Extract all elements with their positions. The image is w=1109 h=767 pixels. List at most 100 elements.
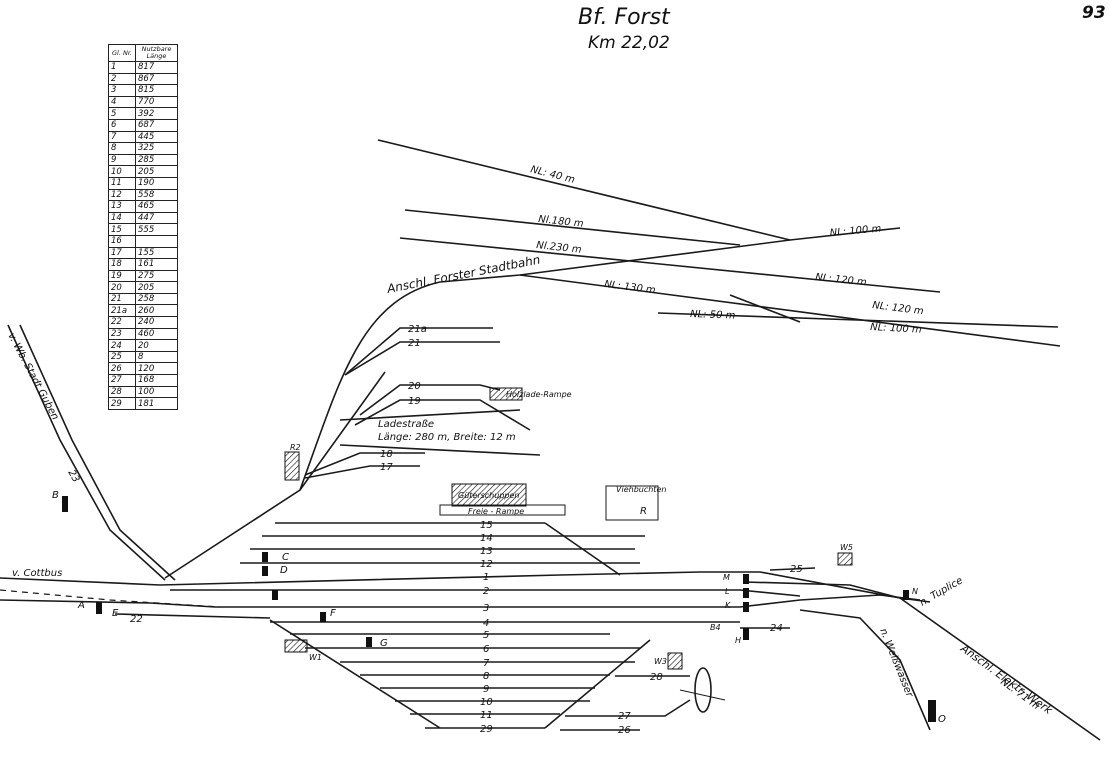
signal-label-d: D [280, 565, 288, 576]
track-number-cell: 12 [108, 188, 136, 202]
track-number-cell: 26 [108, 362, 136, 376]
nl-40-line [377, 139, 791, 241]
label-n-weisswasser: n. Weißwasser [877, 627, 915, 699]
signal-label-w5: W5 [840, 543, 853, 552]
track-length-cell: 392 [135, 107, 178, 120]
signal-label-w1: W1 [309, 653, 322, 662]
label-viehbuchten: Viehbuchten [616, 485, 666, 494]
freie-rampe [439, 504, 566, 516]
track-length-cell: 100 [135, 385, 178, 399]
track-length-cell: 867 [135, 72, 178, 86]
track-number-cell: 16 [108, 234, 136, 248]
w3-building [667, 652, 683, 670]
track-number-cell: 23 [108, 327, 136, 341]
signal-h-icon [743, 628, 749, 640]
signal-f-icon [320, 612, 326, 622]
track-number-cell: 8 [108, 142, 136, 155]
track-27-line [565, 699, 691, 717]
signal-label-c: C [282, 552, 289, 563]
track-19-line [354, 399, 531, 431]
track-15-diag [544, 522, 621, 576]
track-number-cell: 3 [108, 84, 136, 97]
nl-50-line [657, 312, 1059, 328]
track-label-4: 4 [483, 618, 489, 629]
signal-label-l: L [725, 587, 729, 596]
track-25-line [769, 567, 816, 571]
track-length-cell: 815 [135, 84, 178, 97]
track-length-cell: 181 [135, 397, 178, 410]
track-label-21: 21 [408, 338, 421, 349]
signal-k-icon [743, 602, 749, 612]
signal-label-h: H [735, 636, 741, 645]
track-number-cell: 1 [108, 61, 136, 74]
track-length-cell: 168 [135, 374, 178, 387]
gleis-28-stub [679, 689, 726, 701]
track-length-cell: 770 [135, 95, 178, 109]
track-2-line [170, 589, 801, 597]
track-length-cell: 558 [135, 188, 178, 202]
signal-label-f: F [330, 608, 336, 619]
track-label-18: 18 [380, 449, 393, 460]
track-length-cell: 205 [135, 281, 178, 294]
signal-d-icon [262, 566, 268, 576]
left-fan-connector [269, 619, 441, 729]
signal-b-icon [62, 496, 68, 512]
w5-building [837, 552, 853, 566]
weisswasser-line [799, 609, 931, 731]
label-nl-180: Nl.180 m [538, 214, 585, 230]
track-length-cell: 240 [135, 316, 178, 329]
track-21a-line [344, 327, 493, 376]
page-subtitle: Km 22,02 [588, 33, 670, 53]
tuplice-line [744, 581, 931, 603]
track-length-cell: 205 [135, 165, 178, 178]
label-from-cottbus: v. Cottbus [12, 568, 62, 579]
track-length-cell: 555 [135, 223, 178, 236]
signals [62, 496, 936, 722]
label-nl-120a: NL: 120 m [815, 272, 868, 288]
table-row: 16 [108, 234, 178, 248]
label-gueterschuppen: Güterschuppen [458, 491, 519, 500]
signal-label-k: K [725, 601, 731, 610]
track-number-cell: 5 [108, 107, 136, 120]
guben-line [7, 324, 166, 581]
track-label-8: 8 [483, 671, 489, 682]
label-n-tuplice: n. Tuplice [918, 575, 965, 608]
track-length-cell: 190 [135, 176, 178, 190]
signal-a-icon [96, 602, 102, 614]
dashed-connection [0, 589, 221, 608]
track-label-9: 9 [483, 684, 489, 695]
signal-g-icon [366, 637, 372, 647]
label-ladestrasse: Ladestraße [378, 419, 434, 430]
track-number-cell: 10 [108, 165, 136, 178]
label-nl-50: NL: 50 m [690, 309, 736, 322]
track-label-28: 28 [650, 672, 663, 683]
nl-180-line [404, 209, 741, 246]
track-number-cell: 21 [108, 292, 136, 306]
track-3-line [0, 594, 921, 608]
signal-label-a: A [77, 600, 85, 611]
signal-label-g: G [380, 638, 388, 649]
track-length-cell: 8 [135, 350, 178, 364]
label-nl-120b: NL: 120 m [872, 300, 925, 317]
track-label-14: 14 [480, 533, 493, 544]
signal-label-o: O [938, 714, 946, 725]
track-label-20: 20 [408, 381, 421, 392]
label-nl-100b: NL: 100 m [870, 322, 922, 336]
track-number-cell: 7 [108, 130, 136, 144]
